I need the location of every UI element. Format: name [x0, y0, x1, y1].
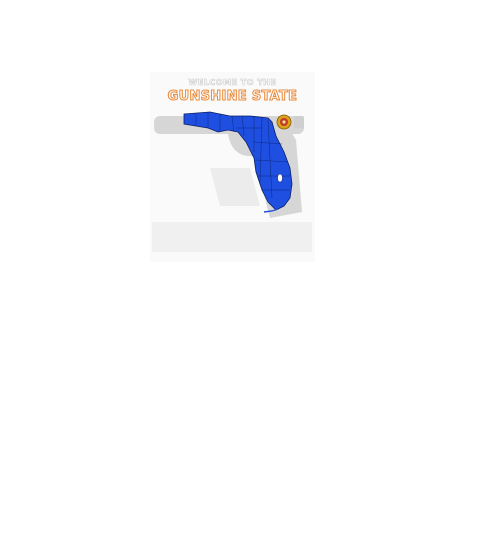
gunshine-state-graphic: WELCOME TO THE GUNSHINE STATE: [150, 72, 315, 262]
headline-main: GUNSHINE STATE: [167, 89, 298, 105]
state-seal-icon: [276, 114, 292, 130]
headline-small: WELCOME TO THE: [188, 78, 277, 88]
handgun-silhouette-icon: [150, 72, 315, 262]
florida-map-icon: [183, 111, 293, 213]
